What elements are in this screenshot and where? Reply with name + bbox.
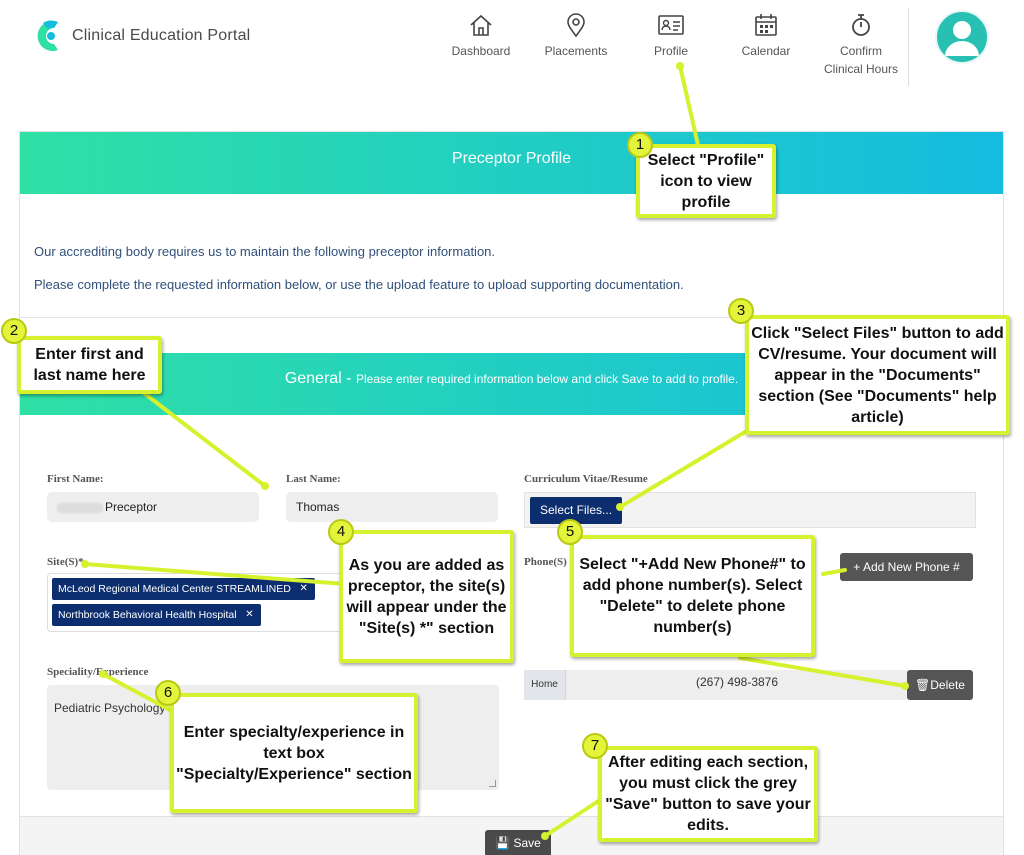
save-button[interactable]: 💾 Save (485, 830, 551, 855)
phone-row: Home (267) 498-3876 (524, 670, 908, 700)
page-title-banner: Preceptor Profile (20, 132, 1003, 194)
annotation-callout-6: Enter specialty/experience in text box "… (170, 693, 418, 813)
nav-profile[interactable]: Profile (626, 12, 716, 58)
remove-icon[interactable]: ✕ (245, 609, 254, 620)
save-label: Save (513, 836, 541, 850)
annotation-callout-4: As you are added as preceptor, the site(… (339, 530, 514, 663)
cv-upload-box: Select Files... (524, 492, 976, 528)
cv-label: Curriculum Vitae/Resume (524, 473, 648, 485)
nav-dashboard-label: Dashboard (451, 44, 511, 58)
nav-confirm-label-1: Confirm (839, 44, 882, 58)
site-tag-label: McLeod Regional Medical Center STREAMLIN… (58, 583, 291, 595)
annotation-callout-2: Enter first and last name here (17, 336, 162, 394)
page-title: Preceptor Profile (451, 150, 572, 167)
annotation-callout-7: After editing each section, you must cli… (598, 746, 818, 842)
add-phone-label: Add New Phone # (862, 560, 960, 574)
app-logo[interactable]: Clinical Education Portal (34, 16, 250, 56)
nav-dashboard[interactable]: Dashboard (436, 12, 526, 58)
home-icon (470, 14, 492, 36)
phone-label: Phone(S) (524, 556, 567, 568)
nav-calendar-label: Calendar (741, 44, 791, 58)
site-tag: McLeod Regional Medical Center STREAMLIN… (52, 578, 315, 600)
id-card-icon (658, 15, 684, 35)
stopwatch-icon (852, 14, 870, 36)
last-name-input[interactable]: Thomas (286, 492, 498, 522)
step-number-6: 6 (155, 680, 181, 706)
app-name: Clinical Education Portal (72, 27, 251, 44)
phone-type[interactable]: Home (524, 670, 566, 700)
step-number-7: 7 (582, 733, 608, 759)
annotation-callout-1: Select "Profile" icon to view profile (636, 144, 776, 218)
nav-placements[interactable]: Placements (531, 12, 621, 58)
step-number-5: 5 (557, 519, 583, 545)
nav-profile-label: Profile (653, 44, 688, 58)
step-number-4: 4 (328, 519, 354, 545)
first-name-label: First Name: (47, 473, 104, 485)
section-divider (20, 317, 1003, 318)
nav-divider (908, 8, 909, 86)
general-section-title: General - (284, 370, 352, 387)
last-name-label: Last Name: (286, 473, 341, 485)
user-avatar[interactable] (935, 10, 989, 64)
step-number-3: 3 (728, 298, 754, 324)
specialty-value: Pediatric Psychology (54, 701, 166, 715)
remove-icon[interactable]: ✕ (299, 583, 308, 594)
plus-icon: + (853, 560, 863, 574)
resize-handle[interactable] (489, 780, 496, 787)
step-number-1: 1 (627, 132, 653, 158)
save-icon: 💾 (495, 836, 514, 850)
delete-label: Delete (930, 678, 965, 692)
phone-number[interactable]: (267) 498-3876 (695, 675, 779, 689)
annotation-callout-3: Click "Select Files" button to add CV/re… (745, 315, 1010, 435)
form-footer: 💾 Save (20, 816, 1003, 855)
profile-card: Preceptor Profile Our accrediting body r… (19, 131, 1004, 855)
annotation-callout-5: Select "+Add New Phone#" to add phone nu… (570, 535, 815, 657)
first-name-input[interactable]: Preceptor (47, 492, 259, 522)
specialty-label: Speciality/Experience (47, 666, 149, 678)
nav-placements-label: Placements (544, 44, 608, 58)
delete-phone-button[interactable]: 🗑Delete (907, 670, 973, 700)
step-number-2: 2 (1, 318, 27, 344)
intro-text-1: Our accrediting body requires us to main… (34, 244, 496, 259)
site-tag: Northbrook Behavioral Health Hospital ✕ (52, 604, 261, 626)
logo-icon (37, 20, 58, 51)
trash-icon: 🗑 (915, 678, 931, 692)
nav-calendar[interactable]: Calendar (721, 12, 811, 58)
map-pin-icon (567, 13, 585, 38)
calendar-icon (755, 14, 777, 36)
first-name-value: Preceptor (105, 500, 158, 514)
user-icon (945, 21, 979, 56)
nav-confirm-hours[interactable]: Confirm Clinical Hours (816, 12, 906, 80)
intro-text-2: Please complete the requested informatio… (34, 277, 684, 292)
add-phone-button[interactable]: + Add New Phone # (840, 553, 973, 581)
sites-label: Site(S)* (47, 556, 84, 568)
redacted-text (57, 502, 103, 513)
site-tag-label: Northbrook Behavioral Health Hospital (58, 609, 237, 621)
nav-confirm-label-2: Clinical Hours (823, 62, 899, 76)
general-section-subtitle: Please enter required information below … (355, 372, 739, 386)
